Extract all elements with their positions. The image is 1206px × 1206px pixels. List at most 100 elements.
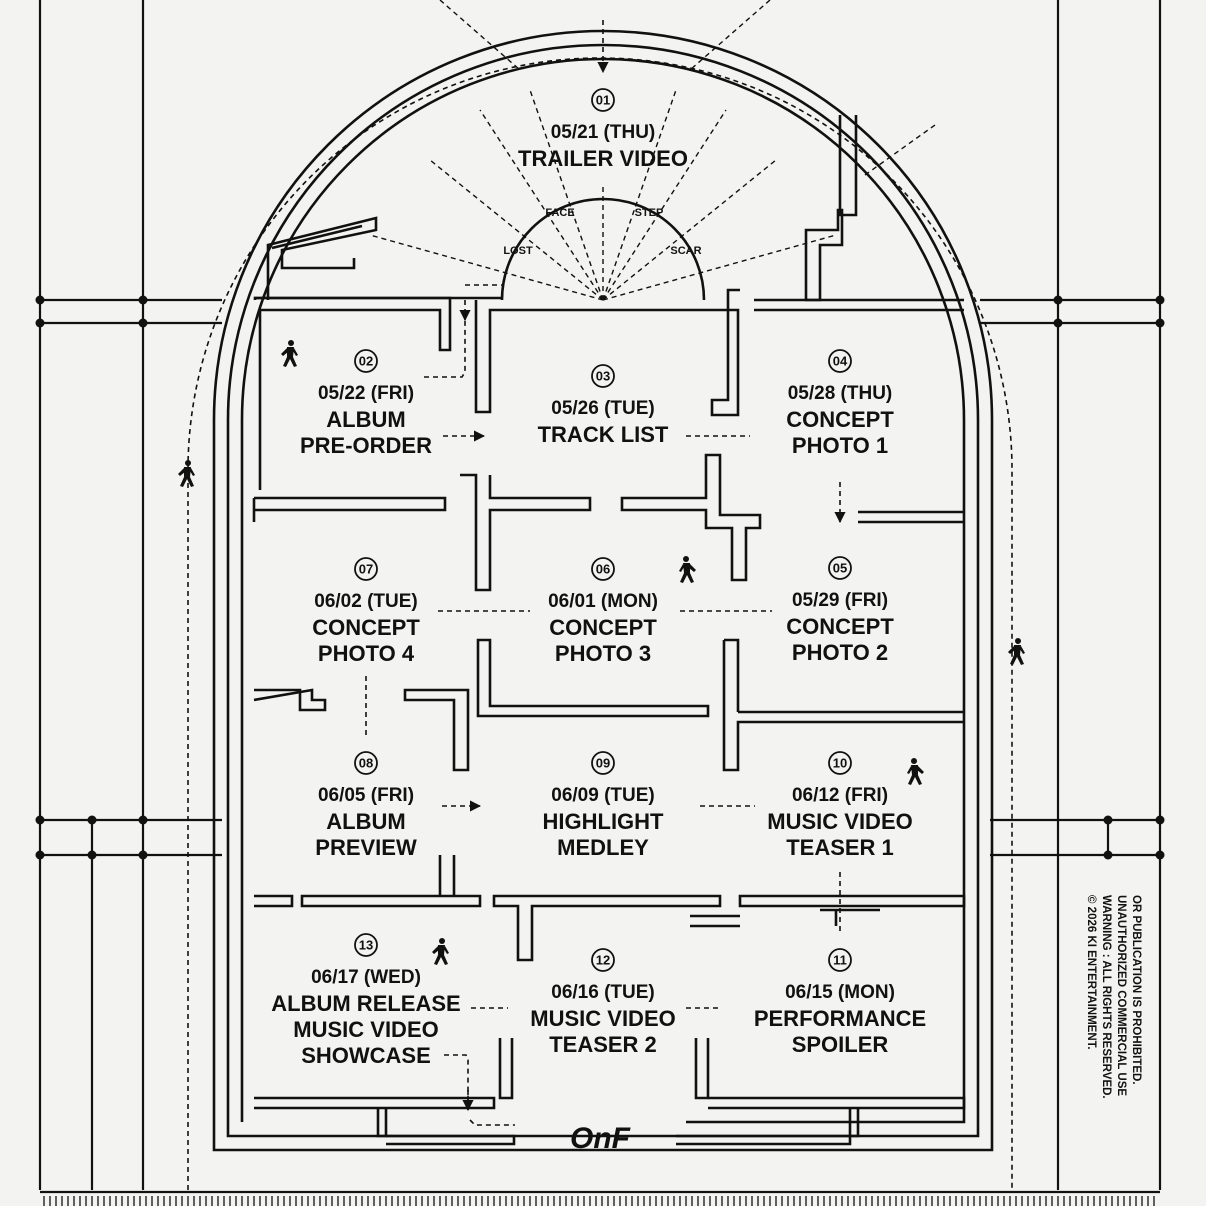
entry-date: 06/16 (TUE) — [551, 982, 654, 1003]
copyright-line: WARNING : ALL RIGHTS RESERVED. — [1100, 895, 1112, 1099]
entry-number-circle — [591, 557, 615, 581]
copyright-line: UNAUTHORIZED COMMERCIAL USE — [1115, 895, 1127, 1096]
keywords: FACE STEP LOST SCAR — [503, 207, 701, 257]
frame-lines — [38, 0, 1162, 1194]
entry-number: 08 — [359, 756, 373, 771]
entry-title-line: PRE-ORDER — [300, 433, 432, 458]
entry-title-line: MEDLEY — [557, 835, 649, 860]
entry-number: 04 — [833, 354, 848, 369]
walking-figure-icon — [432, 938, 449, 965]
keyword-lost: LOST — [503, 245, 533, 257]
walking-figure-icon — [281, 340, 298, 367]
entry-number: 07 — [359, 562, 373, 577]
entry-number-circle — [828, 556, 852, 580]
entry-title-line: PERFORMANCE — [754, 1006, 926, 1031]
entry-date: 06/12 (FRI) — [792, 785, 888, 806]
entry-number-circle — [828, 948, 852, 972]
entry-number: 01 — [596, 93, 610, 108]
entry-title-line: PHOTO 3 — [555, 641, 651, 666]
schedule-entries: 01 05/21 (THU) TRAILER VIDEO 02 05/22 (FRI) A… — [271, 88, 926, 1068]
entry-title-line: ALBUM — [326, 407, 405, 432]
entry-number: 02 — [359, 354, 373, 369]
entry-title-line: CONCEPT — [549, 615, 657, 640]
entry-title-line: MUSIC VIDEO — [530, 1006, 675, 1031]
walking-figure-icon — [907, 758, 924, 785]
entry-date: 06/09 (TUE) — [551, 785, 654, 806]
entry-number-circle — [354, 557, 378, 581]
entry-number-circle — [828, 349, 852, 373]
keyword-face: FACE — [545, 207, 574, 219]
copyright-line: © 2026 KI ENTERTAINMENT. — [1085, 895, 1097, 1050]
entry-number: 10 — [833, 756, 847, 771]
entry-title-line: CONCEPT — [786, 614, 894, 639]
entry-title-line: CONCEPT — [312, 615, 420, 640]
keyword-scar: SCAR — [670, 245, 701, 257]
entry-title-line: HIGHLIGHT — [543, 809, 665, 834]
walking-figures — [178, 340, 1025, 965]
entry-title-line: PHOTO 1 — [792, 433, 888, 458]
entry-number-circle — [354, 751, 378, 775]
ruler-ticks — [43, 1196, 1155, 1206]
onf-logo: OnF — [570, 1122, 631, 1155]
entry-title-line: TRAILER VIDEO — [518, 146, 688, 171]
entry-number-circle — [828, 751, 852, 775]
copyright-line: OR PUBLICATION IS PROHIBITED. — [1130, 895, 1142, 1085]
entry-title-line: ALBUM — [326, 809, 405, 834]
entry-title-line: TEASER 2 — [549, 1032, 657, 1057]
walking-figure-icon — [1008, 638, 1025, 665]
frame-joints — [35, 295, 1165, 860]
entry-date: 06/02 (TUE) — [314, 591, 417, 612]
entry-date: 06/15 (MON) — [785, 982, 895, 1003]
schedule-entry-01: 01 05/21 (THU) TRAILER VIDEO — [518, 88, 688, 171]
entry-title-line: CONCEPT — [786, 407, 894, 432]
entry-date: 05/21 (THU) — [551, 122, 656, 143]
entry-title-line: MUSIC VIDEO — [293, 1017, 438, 1042]
entry-title-line: PREVIEW — [315, 835, 417, 860]
entry-number: 11 — [833, 953, 847, 968]
entry-number-circle — [354, 349, 378, 373]
dashed-connectors — [365, 20, 846, 1126]
entry-title-line: MUSIC VIDEO — [767, 809, 912, 834]
entry-number: 12 — [596, 953, 610, 968]
entry-number: 09 — [596, 756, 610, 771]
entry-title-line: SPOILER — [792, 1032, 889, 1057]
entry-number-circle — [591, 364, 615, 388]
entry-date: 06/17 (WED) — [311, 967, 421, 988]
entry-number-circle — [591, 751, 615, 775]
entry-number: 06 — [596, 562, 610, 577]
entry-date: 05/28 (THU) — [788, 383, 893, 404]
entry-number: 03 — [596, 369, 610, 384]
entry-date: 05/22 (FRI) — [318, 383, 414, 404]
entry-date: 06/01 (MON) — [548, 591, 658, 612]
entry-date: 05/26 (TUE) — [551, 398, 654, 419]
entry-title-line: TEASER 1 — [786, 835, 894, 860]
ray-lines — [369, 0, 936, 301]
entry-title-line: PHOTO 2 — [792, 640, 888, 665]
entry-number-circle — [591, 88, 615, 112]
entry-number: 05 — [833, 561, 847, 576]
walking-figure-icon — [178, 460, 195, 487]
entry-date: 05/29 (FRI) — [792, 590, 888, 611]
copyright-block: © 2026 KI ENTERTAINMENT. WARNING : ALL R… — [1085, 895, 1142, 1099]
keyword-step: STEP — [635, 207, 664, 219]
entry-title-line: ALBUM RELEASE — [271, 991, 460, 1016]
entry-number: 13 — [359, 938, 373, 953]
maze-walls — [252, 115, 966, 1146]
entry-number-circle — [354, 933, 378, 957]
entry-date: 06/05 (FRI) — [318, 785, 414, 806]
walking-figure-icon — [679, 556, 696, 583]
entry-title-line: PHOTO 4 — [318, 641, 415, 666]
entry-title-line: SHOWCASE — [301, 1043, 431, 1068]
